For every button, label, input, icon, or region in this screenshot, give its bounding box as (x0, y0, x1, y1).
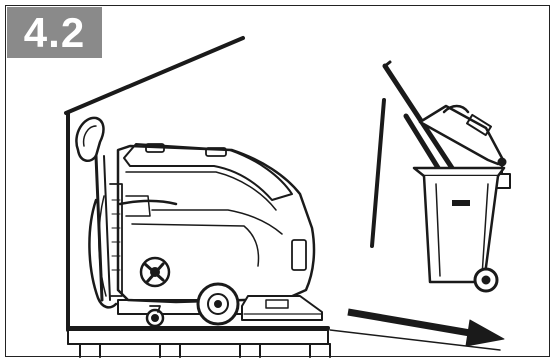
figure-frame (5, 5, 550, 357)
floor-scrubber-machine (75, 116, 323, 328)
waste-bin-icon (370, 60, 511, 293)
step-number-badge: 4.2 (7, 7, 102, 58)
direction-arrow (329, 308, 505, 351)
crate-walls (64, 36, 245, 332)
pallet (66, 326, 331, 358)
